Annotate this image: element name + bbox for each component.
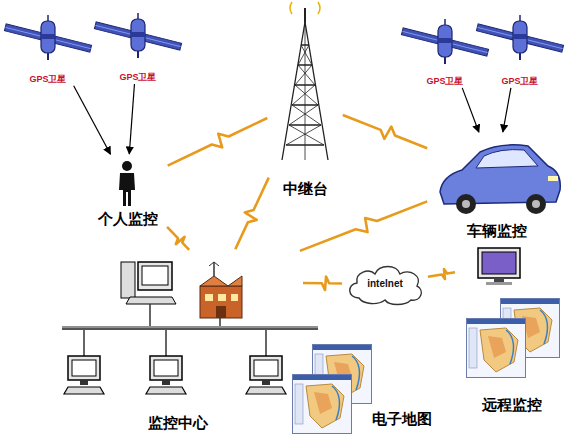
client-computer [64, 356, 104, 394]
relay-node: 中继台 [270, 6, 340, 198]
node-caption: 远程监控 [482, 396, 542, 414]
radio-link [303, 277, 342, 290]
cloud-label: intelnet [367, 278, 403, 290]
node-caption: 监控中心 [148, 414, 208, 432]
internet-cloud: intelnet [345, 262, 425, 306]
radio-link [343, 115, 427, 148]
cloud-outline [350, 267, 422, 305]
satellite-node: GPS卫星 [415, 14, 475, 86]
node-caption: 中继台 [283, 180, 328, 198]
satellite-label: GPS卫星 [501, 76, 538, 86]
gps-satellite [476, 15, 563, 60]
satellite-label: GPS卫星 [426, 76, 463, 86]
radio-link [300, 201, 427, 251]
monitor-center-node: 监控中心 [55, 252, 300, 432]
signal-arrow [74, 86, 111, 154]
gps-satellite [94, 13, 181, 58]
building-icon [200, 262, 242, 318]
radio-link [235, 178, 268, 250]
remote-monitor-node: 远程监控 [458, 238, 566, 414]
satellite-label: GPS卫星 [119, 72, 156, 82]
server-computer [121, 262, 176, 304]
vehicle-node: 车辆监控 [430, 134, 564, 240]
satellite-node: GPS卫星 [490, 10, 550, 86]
node-caption: 个人监控 [98, 210, 158, 228]
signal-arrow [503, 88, 511, 132]
map-window [293, 375, 352, 434]
node-caption: 车辆监控 [467, 222, 527, 240]
satellite-node: GPS卫星 [18, 10, 78, 84]
map-window [467, 319, 526, 378]
person-icon [119, 161, 135, 206]
car-icon [440, 145, 560, 214]
satellite-label: GPS卫星 [29, 74, 66, 84]
signal-arrow [129, 84, 134, 154]
map-caption: 电子地图 [372, 410, 432, 427]
radio-link [168, 118, 268, 166]
relay-tower [282, 2, 328, 160]
radio-link [428, 269, 455, 279]
network-bus [62, 304, 318, 356]
signal-arrow [462, 88, 479, 132]
satellite-node: GPS卫星 [108, 8, 168, 82]
radio-link [167, 227, 189, 250]
client-computer [246, 356, 286, 394]
gps-satellite [4, 15, 91, 60]
remote-monitor [478, 248, 520, 285]
person-node: 个人监控 [90, 156, 165, 228]
client-computer [146, 356, 186, 394]
gps-satellite [401, 19, 488, 64]
